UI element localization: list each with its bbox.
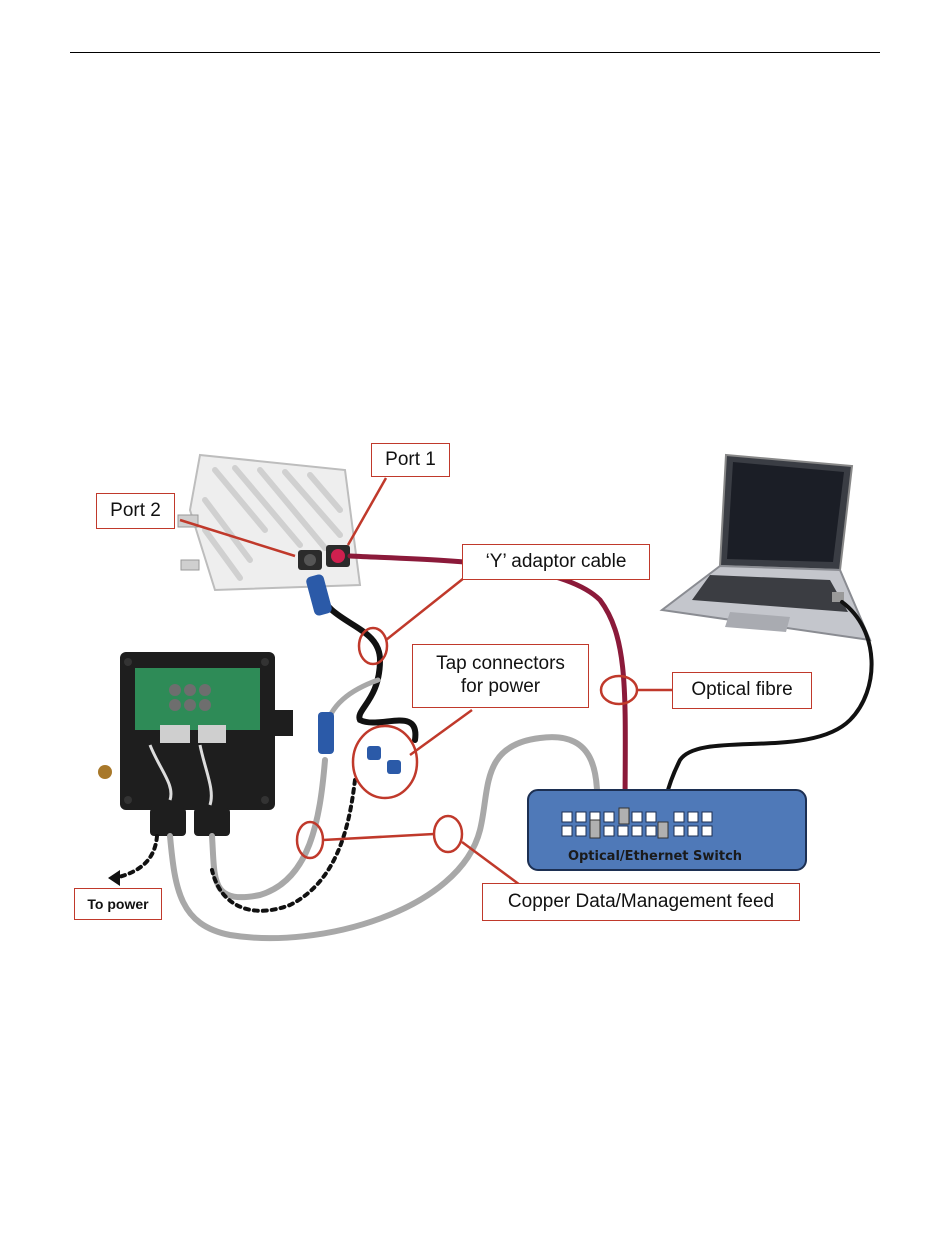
switch-graphic: Optical/Ethernet Switch xyxy=(528,790,806,870)
y-adaptor-leader xyxy=(386,578,464,640)
tap-ellipse xyxy=(353,726,417,798)
tap-leader xyxy=(410,710,472,755)
switch-label: Optical/Ethernet Switch xyxy=(568,849,742,864)
connectors xyxy=(305,573,401,774)
to-power-label: To power xyxy=(74,888,162,920)
optical-ellipse xyxy=(601,676,637,704)
optical-fibre-label: Optical fibre xyxy=(672,672,812,709)
tap-label-line1: Tap connectors xyxy=(436,653,565,676)
to-power-dotted xyxy=(115,836,157,878)
tap-label-line2: for power xyxy=(461,676,540,699)
port1-leader xyxy=(348,478,386,545)
copper-leader-connect xyxy=(323,834,434,840)
power-injector-box xyxy=(98,652,293,836)
copper-leader xyxy=(462,842,520,885)
outdoor-unit xyxy=(178,455,360,590)
copper-feed-label: Copper Data/Management feed xyxy=(482,883,800,921)
y-adaptor-label: ‘Y’ adaptor cable xyxy=(462,544,650,580)
y-adaptor-ellipse xyxy=(359,628,387,664)
copper-ellipse-right xyxy=(434,816,462,852)
port2-label: Port 2 xyxy=(96,493,175,529)
tap-connectors-label: Tap connectors for power xyxy=(412,644,589,708)
to-power-arrowhead xyxy=(108,870,120,886)
port1-label: Port 1 xyxy=(371,443,450,477)
laptop xyxy=(662,455,870,640)
